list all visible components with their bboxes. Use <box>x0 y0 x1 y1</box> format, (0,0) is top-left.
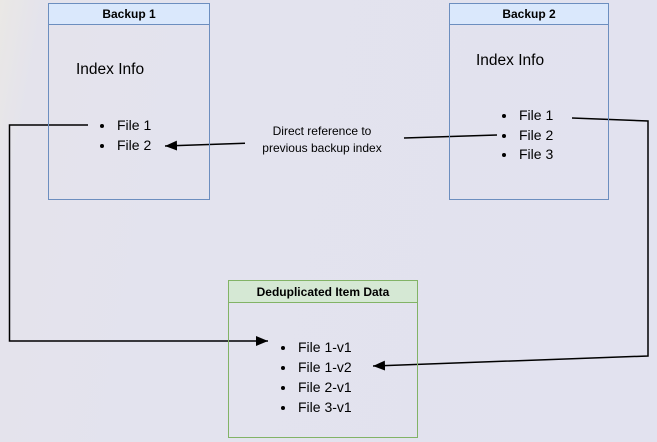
dedup-box: Deduplicated Item Data File 1-v1 File 1-… <box>228 280 418 438</box>
list-item: File 1 <box>115 116 151 136</box>
backup1-index-info-label: Index Info <box>76 61 145 78</box>
backup1-file-list: File 1 File 2 <box>100 116 151 155</box>
backup2-file-list: File 1 File 2 File 3 <box>502 106 553 165</box>
dedup-file-list: File 1-v1 File 1-v2 File 2-v1 File 3-v1 <box>281 337 352 417</box>
direct-reference-label: Direct reference to previous backup inde… <box>237 123 407 157</box>
backup2-title: Backup 2 <box>502 7 556 21</box>
list-item: File 2 <box>517 126 553 146</box>
list-item: File 2 <box>115 136 151 156</box>
list-item: File 3-v1 <box>296 397 352 417</box>
list-item: File 1 <box>517 106 553 126</box>
direct-reference-label-line1: Direct reference to <box>272 124 372 138</box>
list-item: File 2-v1 <box>296 377 352 397</box>
backup1-title: Backup 1 <box>102 7 156 21</box>
dedup-title: Deduplicated Item Data <box>256 284 390 299</box>
backup1-box: Backup 1 Index Info File 1 File 2 <box>48 3 210 200</box>
list-item: File 1-v1 <box>296 337 352 357</box>
backup2-header: Backup 2 <box>450 4 608 25</box>
direct-reference-label-line2: previous backup index <box>262 141 382 155</box>
backup2-box: Backup 2 Index Info File 1 File 2 File 3 <box>449 3 609 200</box>
dedup-header: Deduplicated Item Data <box>229 281 417 303</box>
list-item: File 1-v2 <box>296 357 352 377</box>
backup1-header: Backup 1 <box>49 4 209 25</box>
backup2-index-info-label: Index Info <box>476 52 545 69</box>
list-item: File 3 <box>517 145 553 165</box>
